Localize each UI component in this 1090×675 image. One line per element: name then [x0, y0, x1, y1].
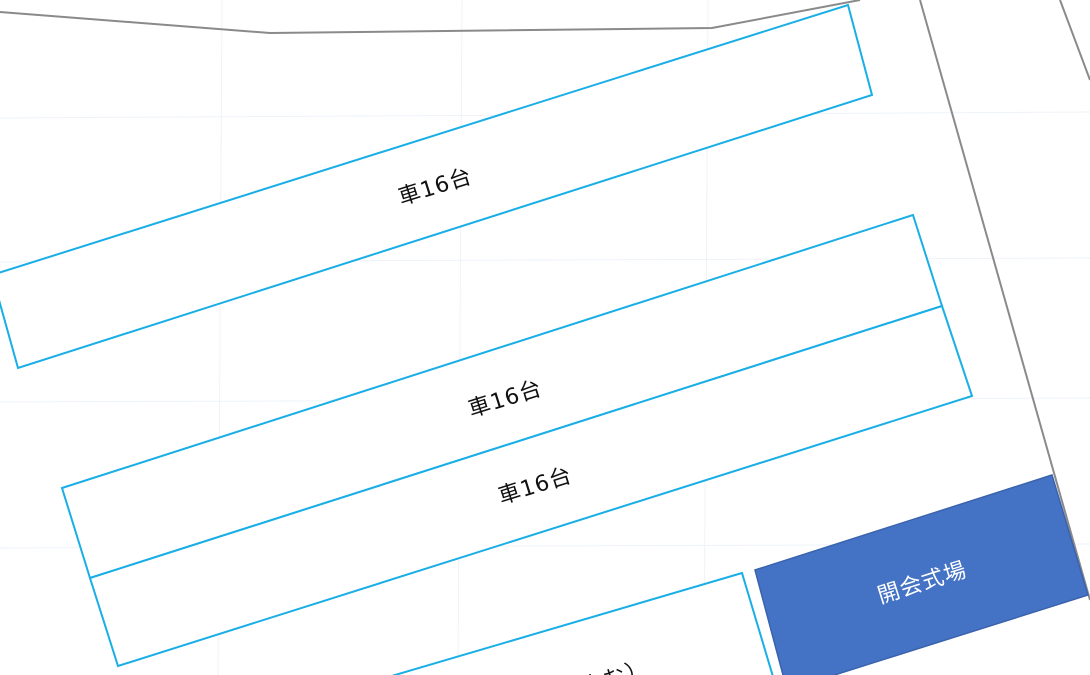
parking-lot-1: 車16台	[0, 3, 874, 370]
opening-ceremony-venue: 開会式場	[754, 474, 1089, 675]
parking-lot-partial: 含む）	[391, 571, 774, 675]
top-boundary-line	[0, 0, 861, 35]
parking-lot-partial-outline	[391, 571, 774, 675]
site-boundary	[0, 0, 1090, 601]
parking-lot-1-outline	[0, 3, 874, 370]
opening-ceremony-venue-block	[754, 474, 1089, 675]
far-right-boundary-line	[1059, 0, 1090, 81]
parking-lot-3-outline	[88, 304, 974, 668]
parking-lot-3: 車16台	[88, 304, 974, 668]
right-boundary-line	[919, 0, 1090, 601]
